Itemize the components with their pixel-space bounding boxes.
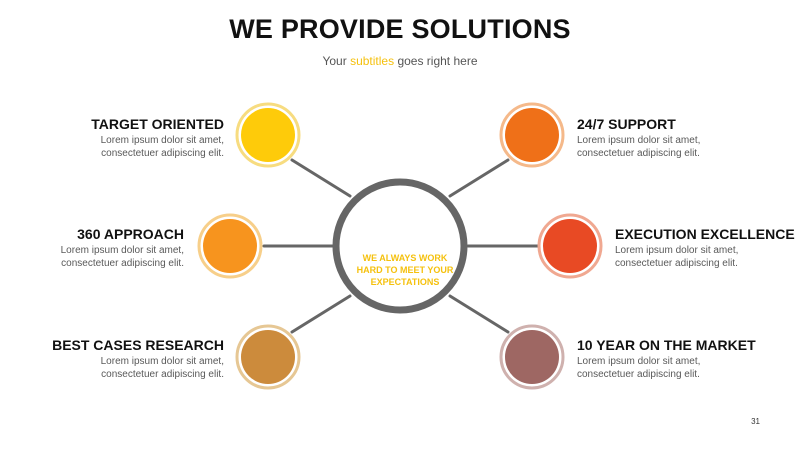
hub-text-line-3: EXPECTATIONS: [370, 277, 440, 287]
page-number: 31: [751, 417, 760, 426]
node-best-cases-research: [235, 324, 301, 390]
item-heading: 10 YEAR ON THE MARKET: [577, 337, 756, 353]
connectors: [262, 158, 540, 334]
node-24-7-support: [499, 102, 565, 168]
item-execution-excellence: EXECUTION EXCELLENCE Lorem ipsum dolor s…: [615, 226, 795, 270]
subtitle-highlight: subtitles: [350, 54, 395, 68]
item-text-line-2: consectetuer adipiscing elit.: [577, 148, 700, 159]
node-fill: [203, 219, 257, 273]
item-heading: 360 APPROACH: [77, 226, 184, 242]
item-text-line-1: Lorem ipsum dolor sit amet,: [60, 245, 184, 256]
item-heading: TARGET ORIENTED: [91, 116, 224, 132]
item-text-line-1: Lorem ipsum dolor sit amet,: [577, 135, 701, 146]
item-heading: EXECUTION EXCELLENCE: [615, 226, 795, 242]
node-fill: [505, 108, 559, 162]
item-24-7-support: 24/7 SUPPORT Lorem ipsum dolor sit amet,…: [577, 116, 797, 160]
item-text-line-2: consectetuer adipiscing elit.: [101, 148, 224, 159]
slide-title: WE PROVIDE SOLUTIONS: [229, 14, 571, 44]
connector-10-year-on-the-market: [448, 294, 510, 334]
node-fill: [241, 330, 295, 384]
item-best-cases-research: BEST CASES RESEARCH Lorem ipsum dolor si…: [4, 337, 224, 381]
item-text-line-1: Lorem ipsum dolor sit amet,: [100, 135, 224, 146]
item-text-line-1: Lorem ipsum dolor sit amet,: [100, 356, 224, 367]
item-heading: BEST CASES RESEARCH: [52, 337, 224, 353]
node-10-year-on-the-market: [499, 324, 565, 390]
node-target-oriented: [235, 102, 301, 168]
connector-best-cases-research: [290, 294, 352, 334]
node-fill: [241, 108, 295, 162]
node-360-approach: [197, 213, 263, 279]
item-text-line-2: consectetuer adipiscing elit.: [615, 258, 738, 269]
hub-text: WE ALWAYS WORK HARD TO MEET YOUR EXPECTA…: [345, 252, 465, 288]
item-text-line-2: consectetuer adipiscing elit.: [61, 258, 184, 269]
hub-text-line-1: WE ALWAYS WORK: [362, 253, 448, 263]
item-text-line-2: consectetuer adipiscing elit.: [101, 369, 224, 380]
item-360-approach: 360 APPROACH Lorem ipsum dolor sit amet,…: [0, 226, 184, 270]
item-text-line-1: Lorem ipsum dolor sit amet,: [577, 356, 701, 367]
item-target-oriented: TARGET ORIENTED Lorem ipsum dolor sit am…: [4, 116, 224, 160]
slide-subtitle: Your subtitles goes right here: [0, 54, 800, 68]
connector-24-7-support: [448, 158, 510, 198]
node-fill: [543, 219, 597, 273]
item-text-line-2: consectetuer adipiscing elit.: [577, 369, 700, 380]
item-heading: 24/7 SUPPORT: [577, 116, 676, 132]
node-fill: [505, 330, 559, 384]
connector-target-oriented: [290, 158, 352, 198]
subtitle-suffix: goes right here: [394, 54, 478, 68]
hub-text-line-2: HARD TO MEET YOUR: [356, 265, 454, 275]
node-execution-excellence: [537, 213, 603, 279]
item-text-line-1: Lorem ipsum dolor sit amet,: [615, 245, 739, 256]
subtitle-prefix: Your: [322, 54, 351, 68]
item-10-year-on-the-market: 10 YEAR ON THE MARKET Lorem ipsum dolor …: [577, 337, 797, 381]
hub-ring: [332, 178, 468, 314]
